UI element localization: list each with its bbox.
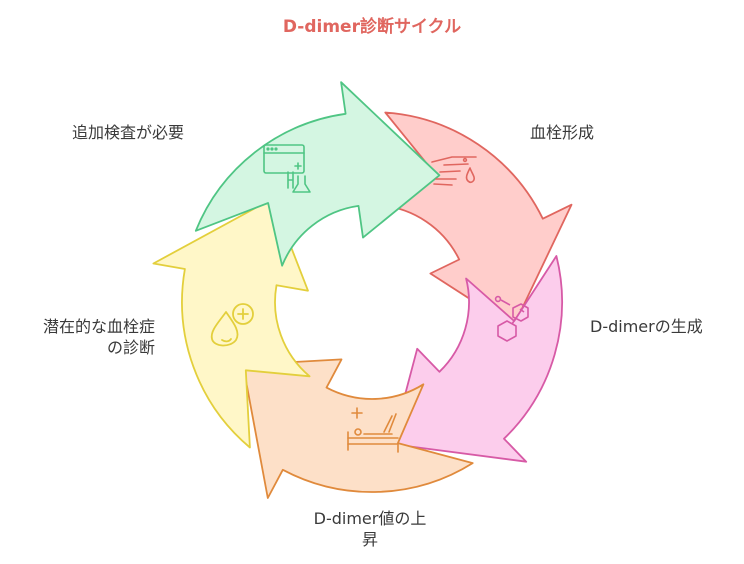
segment-thrombus-formation bbox=[377, 111, 573, 328]
step-label-thrombosis-diagnosis: 潜在的な血栓症の診断 bbox=[10, 316, 155, 358]
step-label-thrombosis-diagnosis-line: の診断 bbox=[106, 338, 155, 357]
step-label-ddimer-rise: D-dimer値の上昇 bbox=[285, 508, 455, 550]
step-label-ddimer-generation: D-dimerの生成 bbox=[590, 317, 703, 336]
segment-ddimer-generation bbox=[391, 255, 563, 463]
step-label-ddimer-rise-line: 昇 bbox=[361, 530, 378, 549]
blood-drop-hand-icon bbox=[431, 156, 477, 186]
molecule-icon bbox=[494, 295, 529, 342]
segment-additional-tests bbox=[194, 81, 441, 267]
step-label-additional-tests: 追加検査が必要 bbox=[72, 123, 185, 142]
lab-test-icon bbox=[263, 144, 311, 193]
step-label-ddimer-rise-line: D-dimer値の上 bbox=[313, 509, 427, 528]
diagram-title: D-dimer診断サイクル bbox=[282, 17, 462, 37]
hospital-bed-icon bbox=[347, 407, 399, 453]
step-label-thrombus-formation: 血栓形成 bbox=[530, 123, 595, 142]
step-label-thrombosis-diagnosis-line: 潜在的な血栓症 bbox=[42, 317, 155, 336]
drop-plus-icon bbox=[210, 303, 254, 347]
segment-thrombosis-diagnosis bbox=[152, 197, 311, 449]
